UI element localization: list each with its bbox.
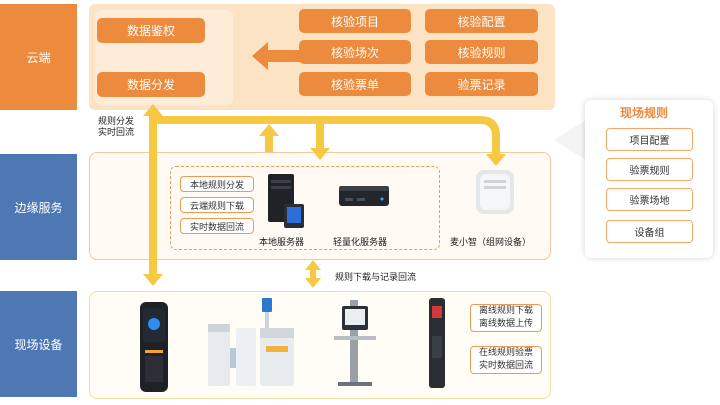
pillar-reader-icon [429, 298, 445, 388]
verify-rule-button[interactable]: 核验规则 [425, 40, 538, 64]
site-rules-pointer [554, 120, 586, 160]
mai-label: 麦小智（组网设备） [450, 238, 532, 248]
edge-up-arrow-1 [259, 124, 279, 152]
router-icon [476, 170, 514, 214]
verify-ticket-button[interactable]: 核验票单 [299, 72, 411, 96]
cloud-edge-caption: 规则分发 实时回流 [98, 117, 135, 138]
tier-edge: 边缘服务 [0, 154, 77, 260]
site-rule-item-device-group[interactable]: 设备组 [606, 220, 693, 243]
verify-project-button[interactable]: 核验项目 [299, 9, 411, 33]
light-server-icon [339, 186, 389, 206]
local-rule-dispatch-tag: 本地规则分发 [180, 176, 254, 192]
data-auth-button[interactable]: 数据鉴权 [97, 18, 205, 43]
site-rule-item-project[interactable]: 项目配置 [606, 128, 693, 151]
edge-down-arrow [310, 124, 330, 160]
light-server-label: 轻量化服务器 [333, 238, 388, 248]
verify-config-button[interactable]: 核验配置 [425, 9, 538, 33]
local-server-icon [268, 174, 304, 228]
edge-field-caption: 规则下载与记录回流 [335, 273, 417, 283]
tier-field: 现场设备 [0, 291, 77, 397]
turnstile-icon [208, 324, 256, 386]
verify-session-button[interactable]: 核验场次 [299, 40, 411, 64]
edge-field-arrow [305, 260, 321, 288]
cloud-arrow-left-icon [252, 42, 300, 70]
handheld-terminal-icon [140, 302, 168, 392]
site-rule-item-venue[interactable]: 验票场地 [606, 188, 693, 211]
offline-tag: 离线规则下载 离线数据上传 [470, 304, 542, 332]
tripod-turnstile-icon [334, 300, 376, 386]
site-rules-title: 现场规则 [620, 106, 669, 120]
local-server-label: 本地服务器 [259, 238, 305, 248]
cloud-rule-download-tag: 云端规则下载 [180, 197, 254, 213]
tier-cloud: 云端 [0, 4, 77, 110]
ticket-record-button[interactable]: 验票记录 [425, 72, 538, 96]
data-dispatch-button[interactable]: 数据分发 [97, 72, 205, 97]
online-tag: 在线规则验票 实时数据回流 [470, 346, 542, 374]
cloud-field-vertical-arrow [143, 104, 163, 286]
realtime-backflow-tag: 实时数据回流 [180, 218, 254, 234]
cloud-edge-bus-arrow [157, 116, 506, 166]
gate-icon [260, 298, 294, 386]
edge-panel [89, 152, 551, 260]
site-rule-item-ticket-rule[interactable]: 验票规则 [606, 158, 693, 181]
edge-server-group [170, 166, 440, 250]
